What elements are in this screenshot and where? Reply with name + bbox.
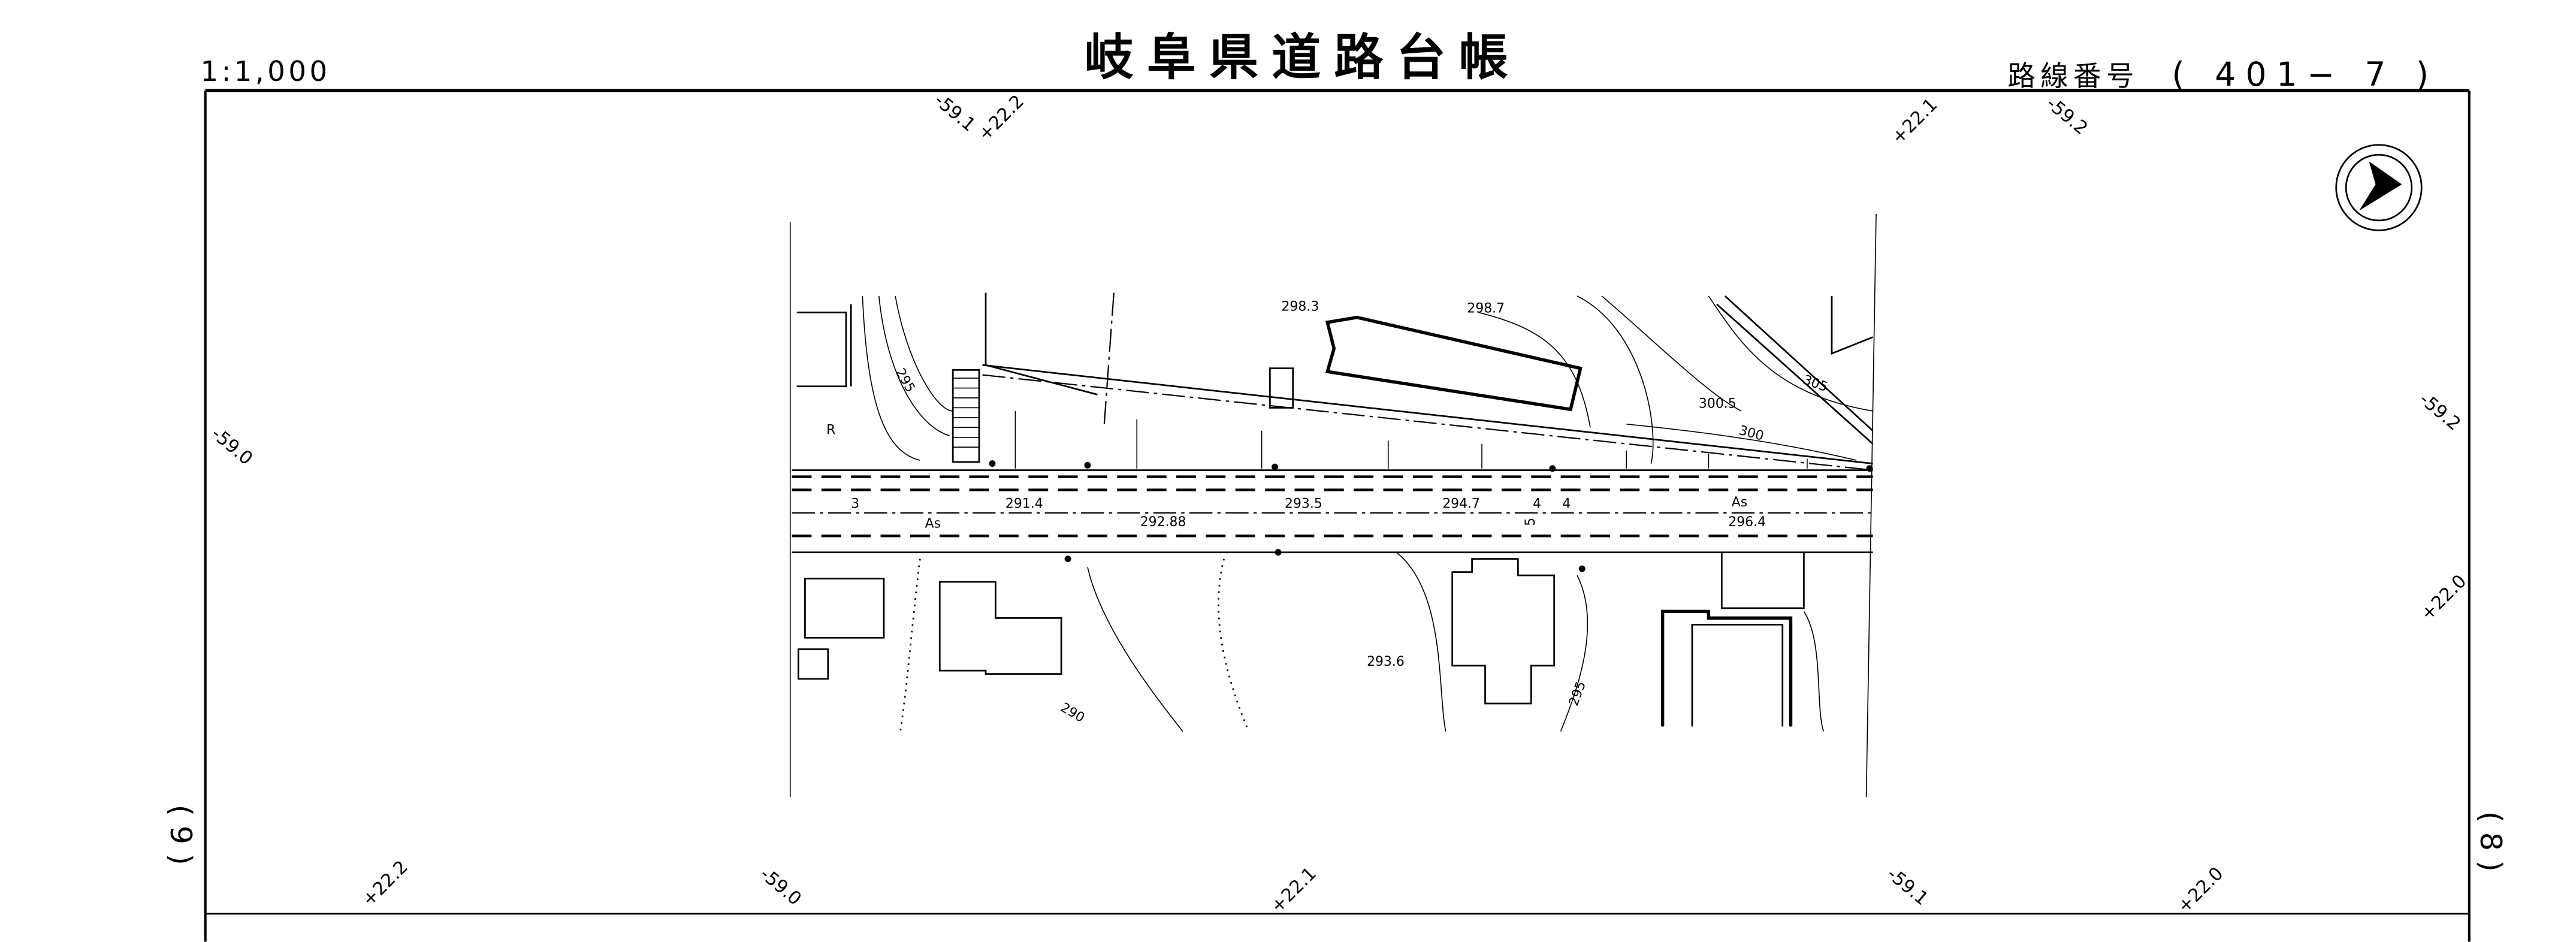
- surface-label: As: [925, 517, 941, 532]
- map-symbol-label: R: [826, 422, 835, 437]
- section-mark: 4: [1562, 497, 1571, 512]
- edge-coord: +22.2: [358, 857, 412, 911]
- sheet-number-left: ( 9 ): [164, 805, 198, 865]
- edge-coord: -59.1: [930, 90, 979, 136]
- edge-coord: -59.0: [756, 864, 805, 910]
- elevation-label: 293.5: [1285, 497, 1322, 512]
- elevation-label: 292.88: [1140, 515, 1186, 530]
- elevation-label: 298.7: [1467, 301, 1505, 316]
- edge-coord: -59.2: [2415, 389, 2465, 435]
- elevation-label: 290: [1058, 700, 1087, 726]
- elevation-label: 300: [1737, 423, 1765, 444]
- edge-coordinates: -59.1 +22.2 +22.1 -59.2 -59.0 -59.2 +22.…: [207, 90, 2471, 917]
- edge-coord: +22.0: [2173, 863, 2227, 917]
- elevation-label: 291.4: [1005, 497, 1043, 512]
- sheet-number-right: ( 8 ): [2474, 811, 2508, 872]
- page-title: 岐阜県道路台帳: [1085, 29, 1521, 86]
- route-number-label: 路線番号: [2007, 60, 2139, 92]
- section-mark: 3: [851, 497, 859, 512]
- section-mark: 4: [1533, 497, 1541, 512]
- route-number-value: ( 401− 7 ): [2172, 55, 2439, 93]
- map-body: [789, 213, 1877, 798]
- edge-coord: +22.0: [2417, 570, 2471, 624]
- elevation-label: 295: [892, 366, 918, 395]
- elevation-label: 296.4: [1728, 515, 1766, 530]
- elevation-label: 294.7: [1442, 497, 1480, 512]
- edge-coord: -59.1: [1883, 864, 1932, 910]
- elevation-label: 293.6: [1367, 654, 1405, 669]
- scale-label: 1:1,000: [200, 55, 330, 87]
- edge-coord: -59.2: [2042, 93, 2091, 139]
- elevation-label: 300.5: [1699, 396, 1737, 411]
- north-arrow-icon: [2335, 144, 2423, 231]
- surface-label: As: [1732, 495, 1747, 510]
- edge-coord: +22.1: [1888, 94, 1941, 148]
- elevation-label: 295: [1566, 680, 1589, 708]
- section-mark: 5: [1523, 518, 1538, 526]
- sheet-frame: [204, 89, 2471, 942]
- elevation-label: 298.3: [1282, 300, 1319, 315]
- elevation-label: 305: [1801, 372, 1830, 395]
- edge-coord: +22.1: [1267, 863, 1321, 917]
- edge-coord: +22.2: [974, 91, 1028, 145]
- edge-coord: -59.0: [207, 423, 256, 469]
